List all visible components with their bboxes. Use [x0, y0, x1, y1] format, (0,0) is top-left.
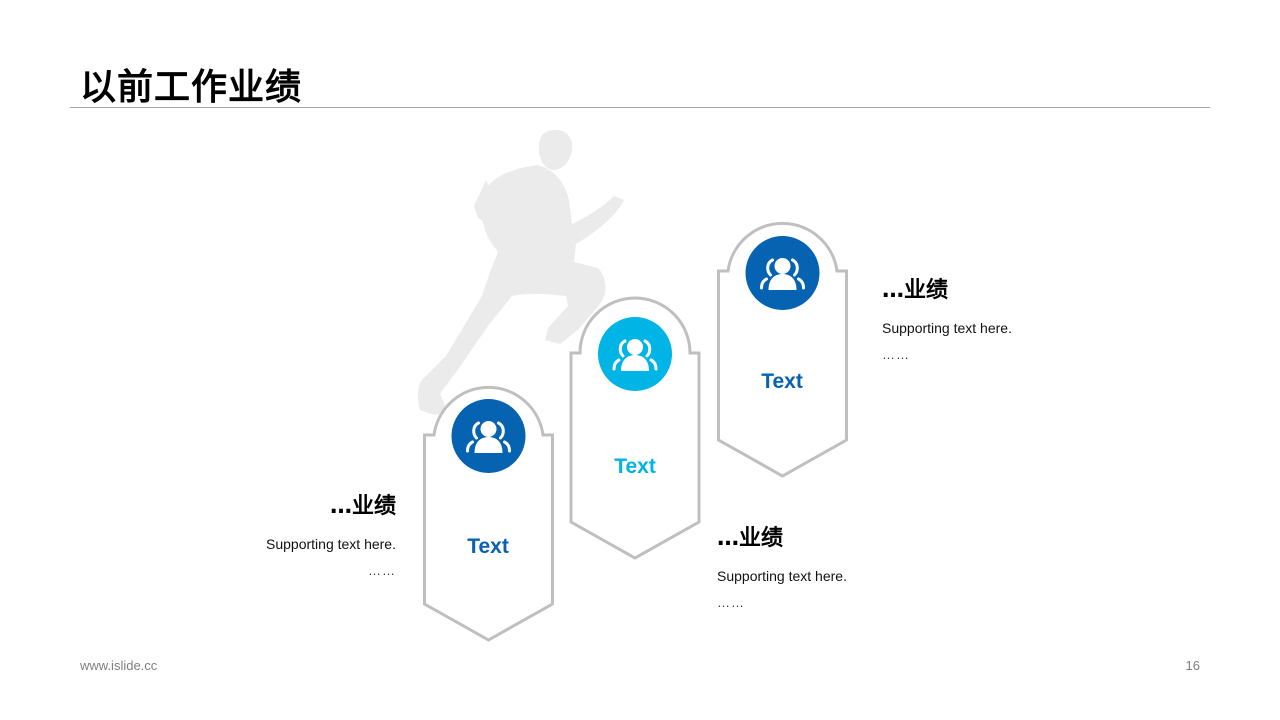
- step-card-1: [423, 385, 554, 642]
- step-card-3: [717, 221, 848, 478]
- block-1-title: …业绩: [329, 494, 396, 519]
- card-2-label: Text: [614, 455, 656, 478]
- block-3-ellipsis: ……: [882, 347, 910, 362]
- slide-title: 以前工作业绩: [80, 67, 303, 108]
- card-1-label: Text: [467, 535, 509, 558]
- card-3-label: Text: [761, 370, 803, 393]
- block-2-text: Supporting text here.: [717, 568, 847, 584]
- block-1-ellipsis: ……: [368, 563, 396, 578]
- block-2-title: …业绩: [717, 526, 784, 551]
- page-number: 16: [1185, 658, 1200, 673]
- footer-url: www.islide.cc: [80, 658, 158, 673]
- title-divider: [70, 107, 1210, 108]
- block-1-text: Supporting text here.: [266, 536, 396, 552]
- running-person-silhouette: [417, 129, 624, 415]
- block-2-ellipsis: ……: [717, 595, 745, 610]
- block-3-title: …业绩: [882, 278, 949, 303]
- block-3-text: Supporting text here.: [882, 320, 1012, 336]
- step-card-2: [569, 296, 701, 560]
